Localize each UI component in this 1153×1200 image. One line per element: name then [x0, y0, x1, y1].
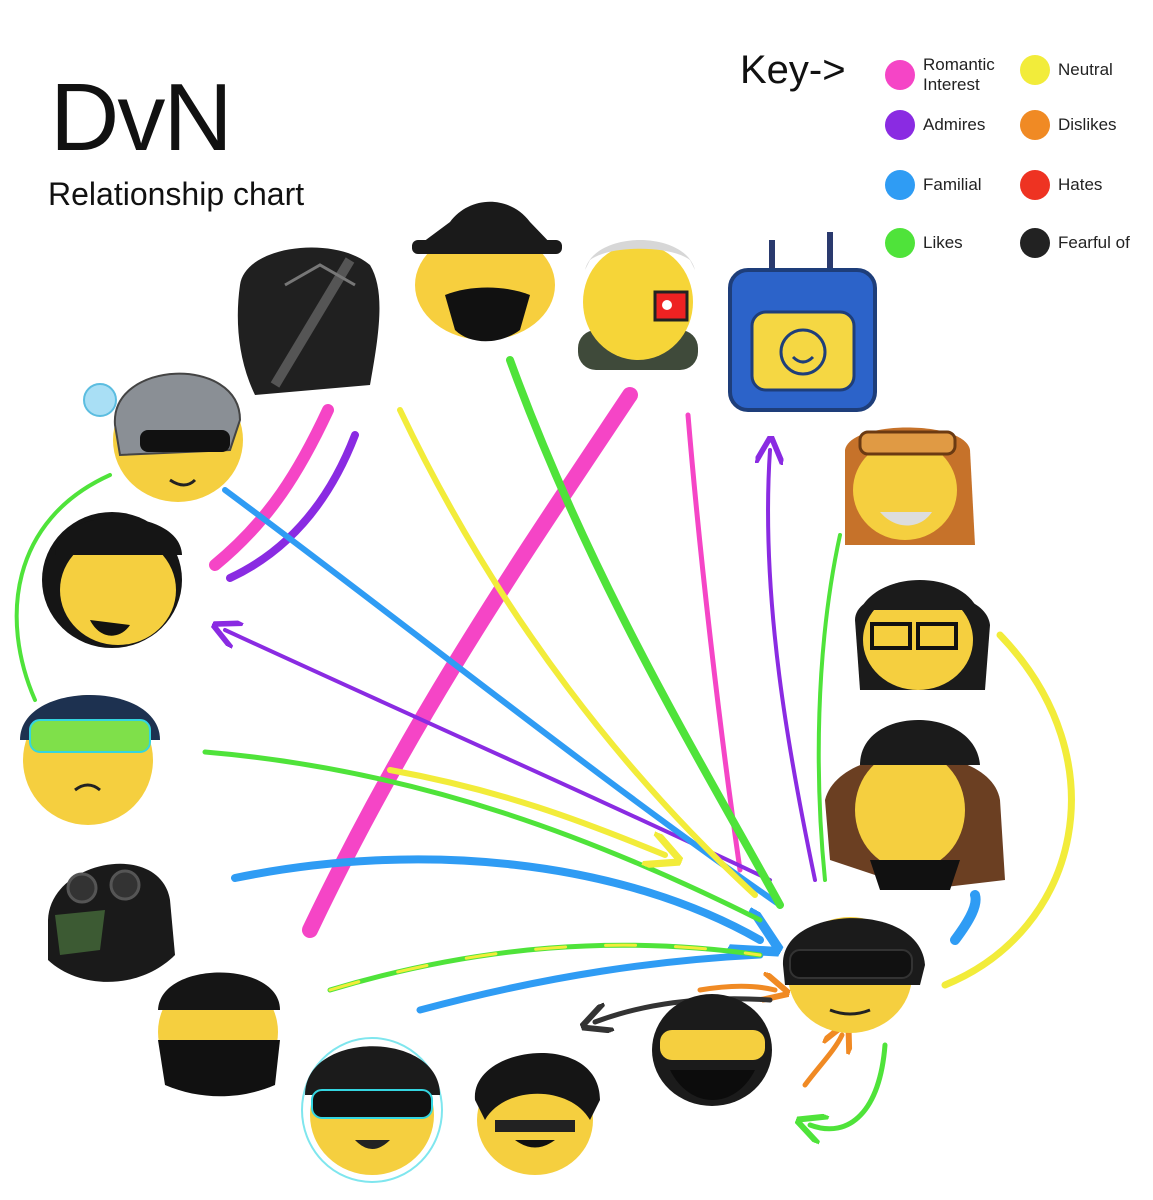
black-scarf-icon	[158, 972, 280, 1097]
legend-hates: Hates	[1020, 170, 1102, 200]
white-hair-red-eye-icon	[578, 240, 698, 370]
long-brown-hair-icon	[825, 720, 1005, 890]
bandage-icon	[42, 512, 182, 648]
black-helmet-goggles-icon	[782, 917, 925, 1033]
neutral-dot-icon	[1020, 55, 1050, 85]
familial-line	[222, 487, 783, 908]
legend-label: Fearful of	[1058, 233, 1130, 253]
legend-label: Likes	[923, 233, 963, 253]
dislikes-dot-icon	[1020, 110, 1050, 140]
hates-dot-icon	[1020, 170, 1050, 200]
legend-label: Admires	[923, 115, 986, 135]
likes-line	[810, 1042, 888, 1129]
green-visor-helmet-icon	[20, 695, 160, 825]
legend-familial: Familial	[885, 170, 982, 200]
legend-label: Hates	[1058, 175, 1103, 195]
orange-hood-icon	[845, 427, 975, 545]
legend-admires: Admires	[885, 110, 985, 140]
relationship-lines	[14, 356, 1075, 1129]
legend-label: Neutral	[1058, 60, 1113, 80]
black-helmet-visor-icon	[237, 247, 380, 395]
messy-black-hair-icon	[474, 1052, 600, 1175]
familial-line	[231, 855, 760, 940]
neutral-line	[941, 631, 1075, 989]
familial-dot-icon	[885, 170, 915, 200]
familial-line	[950, 890, 981, 945]
neutral-line	[397, 407, 758, 898]
romantic-line	[685, 412, 743, 873]
dislikes-line	[697, 986, 775, 990]
romantic-dot-icon	[885, 59, 915, 90]
fearful-line	[595, 996, 773, 1022]
likes-line	[816, 533, 842, 882]
legend-fearful-of: Fearful of	[1020, 228, 1130, 258]
likes-line	[202, 749, 763, 923]
legend-dislikes: Dislikes	[1020, 110, 1117, 140]
likes-line	[506, 356, 784, 909]
hat-blond-hair-icon	[412, 201, 562, 342]
likes-line	[14, 473, 112, 702]
likes-dot-icon	[885, 228, 915, 258]
romantic-line	[302, 387, 638, 938]
gas-mask-icon	[48, 863, 175, 982]
legend-romantic-interest: Romantic Interest	[885, 55, 1013, 94]
legend-label: Romantic Interest	[923, 55, 995, 94]
character-portraits	[20, 201, 1005, 1183]
legend-label: Familial	[923, 175, 982, 195]
romantic-line	[209, 404, 334, 571]
admires-dot-icon	[885, 110, 915, 140]
beanie-glasses-icon	[855, 580, 990, 690]
legend-label: Dislikes	[1058, 115, 1117, 135]
tv-smiley-icon	[728, 232, 877, 412]
admires-line	[226, 431, 359, 582]
respirator-icon	[652, 994, 772, 1106]
key-label: Key->	[740, 48, 846, 92]
cyan-visor-helmet-icon	[301, 1037, 443, 1183]
legend-likes: Likes	[885, 228, 963, 258]
neutral-line	[387, 767, 665, 855]
pilot-helmet-icon	[83, 372, 243, 502]
page-title: DvN	[50, 64, 233, 171]
fearful-dot-icon	[1020, 228, 1050, 258]
page-subtitle: Relationship chart	[48, 176, 305, 212]
admires-line	[768, 450, 817, 882]
familial-line	[416, 951, 764, 1014]
neutral-line	[328, 943, 762, 992]
legend-neutral: Neutral	[1020, 55, 1113, 85]
dislikes-line	[802, 1035, 842, 1088]
